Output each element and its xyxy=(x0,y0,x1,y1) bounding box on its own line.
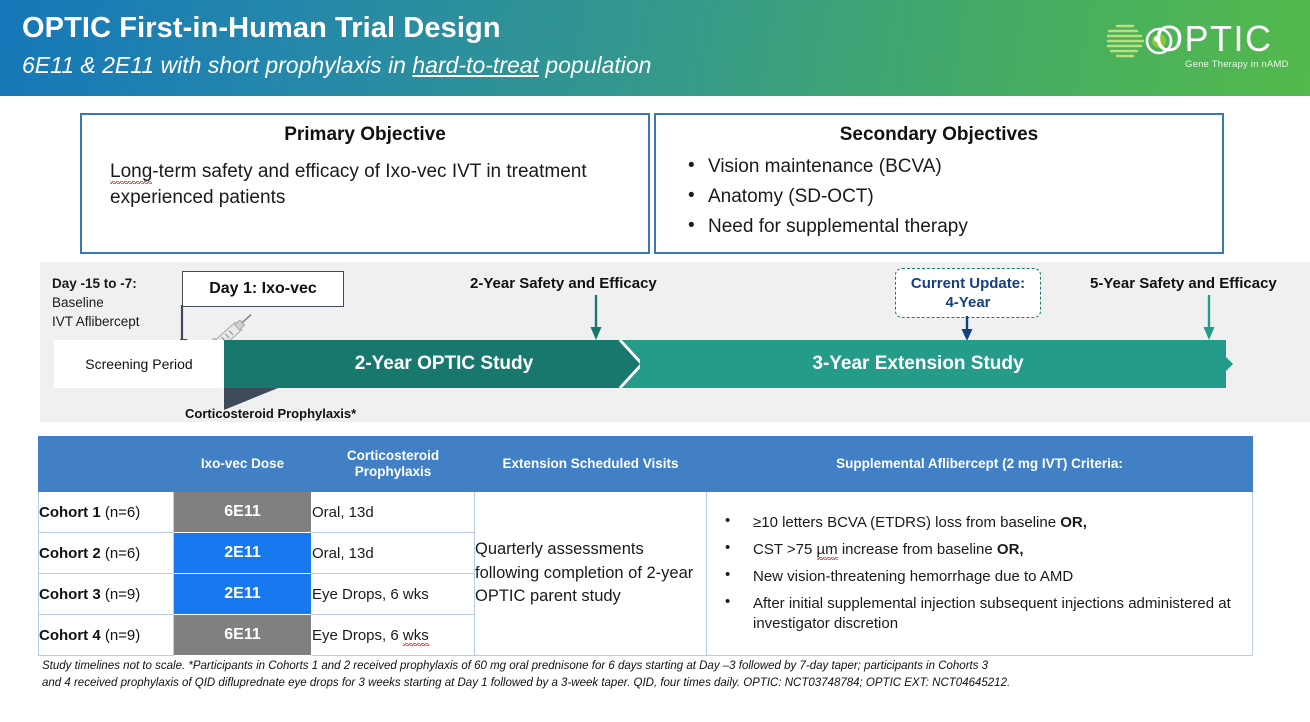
cohort-label: Cohort 4 (n=9) xyxy=(38,614,174,656)
subtitle-post: population xyxy=(538,52,652,78)
primary-objective-text: -term safety and efficacy of Ixo-vec IVT… xyxy=(110,161,587,208)
current-update-arrow-icon xyxy=(961,316,973,341)
cohort-n: (n=6) xyxy=(100,544,141,562)
table-header-row: Ixo-vec Dose Corticosteroid Prophylaxis … xyxy=(38,436,1253,492)
extension-study-bar: 3-Year Extension Study xyxy=(640,340,1226,388)
criteria-text: ≥10 letters BCVA (ETDRS) loss from basel… xyxy=(753,513,1061,531)
cohort-label: Cohort 2 (n=6) xyxy=(38,532,174,574)
prophylaxis-wedge-label: Corticosteroid Prophylaxis* xyxy=(185,406,357,421)
primary-objective-box: Primary Objective Long-term safety and e… xyxy=(80,113,650,254)
table-row: Cohort 1 (n=6) 6E11 Oral, 13d Quarterly … xyxy=(38,491,1253,656)
slide-header: OPTIC First-in-Human Trial Design 6E11 &… xyxy=(0,0,1310,96)
extension-visits-cell: Quarterly assessments following completi… xyxy=(474,491,707,656)
marker-5year-label: 5-Year Safety and Efficacy xyxy=(1090,275,1277,292)
chevron-divider-icon xyxy=(596,340,640,388)
criteria-emphasis: OR, xyxy=(996,540,1024,558)
prophylaxis-wedge-icon xyxy=(224,388,278,410)
table-header-dose: Ixo-vec Dose xyxy=(173,436,312,492)
footnote-line-2: and 4 received prophylaxis of QID diflup… xyxy=(42,676,1011,689)
cohort-label: Cohort 3 (n=9) xyxy=(38,573,174,615)
cohort-n: (n=6) xyxy=(100,503,141,521)
criteria-list: ≥10 letters BCVA (ETDRS) loss from basel… xyxy=(707,511,1252,634)
criteria-text: CST >75 xyxy=(753,540,817,558)
primary-objective-body: Long-term safety and efficacy of Ixo-vec… xyxy=(110,159,626,210)
dose-cell: 6E11 xyxy=(173,491,312,533)
list-item: ≥10 letters BCVA (ETDRS) loss from basel… xyxy=(707,511,1252,533)
spellcheck-word: wks xyxy=(402,626,429,646)
secondary-objective-list: Vision maintenance (BCVA) Anatomy (SD-OC… xyxy=(656,151,1222,242)
cohort-table: Ixo-vec Dose Corticosteroid Prophylaxis … xyxy=(38,436,1253,656)
cohort-n: (n=9) xyxy=(100,626,141,644)
cohort-name: Cohort 4 xyxy=(39,626,101,644)
optic-logo: OPTIC Gene Therapy in nAMD xyxy=(1107,10,1292,88)
footnote-line-1: Study timelines not to scale. *Participa… xyxy=(42,660,989,672)
table-row: Cohort 4 (n=9) 6E11 Eye Drops, 6 wks xyxy=(38,614,1253,656)
secondary-objective-box: Secondary Objectives Vision maintenance … xyxy=(654,113,1224,254)
cohort-name: Cohort 2 xyxy=(39,544,101,562)
cohort-name: Cohort 1 xyxy=(39,503,101,521)
criteria-text: After initial supplemental injection sub… xyxy=(753,595,1231,633)
marker-2year-arrow-icon xyxy=(590,295,602,340)
dose-cell: 2E11 xyxy=(173,532,312,574)
page-title: OPTIC First-in-Human Trial Design xyxy=(22,12,501,44)
current-update-callout: Current Update: 4-Year xyxy=(895,268,1041,318)
timeline-bars: Screening Period 2-Year OPTIC Study 3-Ye… xyxy=(40,340,1310,388)
list-item: After initial supplemental injection sub… xyxy=(707,592,1252,634)
list-item: Anatomy (SD-OCT) xyxy=(686,181,1222,212)
day1-dosing-box: Day 1: Ixo-vec xyxy=(182,271,344,307)
secondary-objective-title: Secondary Objectives xyxy=(839,124,1039,145)
cohort-name: Cohort 3 xyxy=(39,585,101,603)
dose-cell: 6E11 xyxy=(173,614,312,656)
table-header-prophylaxis: Corticosteroid Prophylaxis xyxy=(311,436,475,492)
study-timeline: Day -15 to -7: Baseline IVT Aflibercept … xyxy=(40,262,1310,422)
marker-5year-arrow-icon xyxy=(1203,295,1215,340)
primary-objective-title: Primary Objective xyxy=(284,124,446,145)
spellcheck-word: µm xyxy=(816,540,838,560)
baseline-line2: Baseline xyxy=(52,295,104,311)
spellcheck-word: Long xyxy=(110,161,153,184)
prophylaxis-cell: Oral, 13d xyxy=(311,532,475,574)
logo-wordmark: OPTIC xyxy=(1155,18,1273,59)
footnote: Study timelines not to scale. *Participa… xyxy=(42,658,1292,691)
cohort-n: (n=9) xyxy=(100,585,141,603)
timeline-end-arrow-icon xyxy=(1203,340,1233,388)
table-header-spacer xyxy=(38,436,174,492)
criteria-text: New vision-threatening hemorrhage due to… xyxy=(753,567,1074,585)
prophylaxis-cell: Oral, 13d xyxy=(311,491,475,533)
eye-icon xyxy=(1107,24,1173,58)
table-row: Cohort 2 (n=6) 2E11 Oral, 13d xyxy=(38,532,1253,574)
table-header-visits: Extension Scheduled Visits xyxy=(474,436,707,492)
optic-study-bar: 2-Year OPTIC Study xyxy=(224,340,664,388)
screening-period-block: Screening Period xyxy=(54,340,224,388)
marker-2year-label: 2-Year Safety and Efficacy xyxy=(470,275,657,292)
list-item: New vision-threatening hemorrhage due to… xyxy=(707,565,1252,587)
cohort-label: Cohort 1 (n=6) xyxy=(38,491,174,533)
dose-cell: 2E11 xyxy=(173,573,312,615)
baseline-day-range: Day -15 to -7: xyxy=(52,276,137,291)
criteria-emphasis: OR, xyxy=(1060,513,1087,531)
criteria-text-2: increase from baseline xyxy=(837,540,997,558)
list-item: CST >75 µm increase from baseline OR, xyxy=(707,538,1252,560)
criteria-cell: ≥10 letters BCVA (ETDRS) loss from basel… xyxy=(706,491,1253,656)
baseline-label: Day -15 to -7: Baseline IVT Aflibercept xyxy=(52,274,140,331)
current-update-line1: Current Update: xyxy=(910,274,1026,292)
prophylaxis-text: Eye Drops, 6 xyxy=(312,626,403,644)
baseline-line3: IVT Aflibercept xyxy=(52,314,140,330)
current-update-line2: 4-Year xyxy=(945,294,991,311)
list-item: Vision maintenance (BCVA) xyxy=(686,151,1222,182)
subtitle-underlined: hard-to-treat xyxy=(412,52,539,78)
prophylaxis-cell: Eye Drops, 6 wks xyxy=(311,614,475,656)
table-row: Cohort 3 (n=9) 2E11 Eye Drops, 6 wks xyxy=(38,573,1253,615)
page-subtitle: 6E11 & 2E11 with short prophylaxis in ha… xyxy=(22,52,651,79)
logo-tagline: Gene Therapy in nAMD xyxy=(1185,59,1289,70)
subtitle-pre: 6E11 & 2E11 with short prophylaxis in xyxy=(22,52,413,78)
list-item: Need for supplemental therapy xyxy=(686,211,1222,242)
table-header-criteria: Supplemental Aflibercept (2 mg IVT) Crit… xyxy=(706,436,1253,492)
prophylaxis-cell: Eye Drops, 6 wks xyxy=(311,573,475,615)
